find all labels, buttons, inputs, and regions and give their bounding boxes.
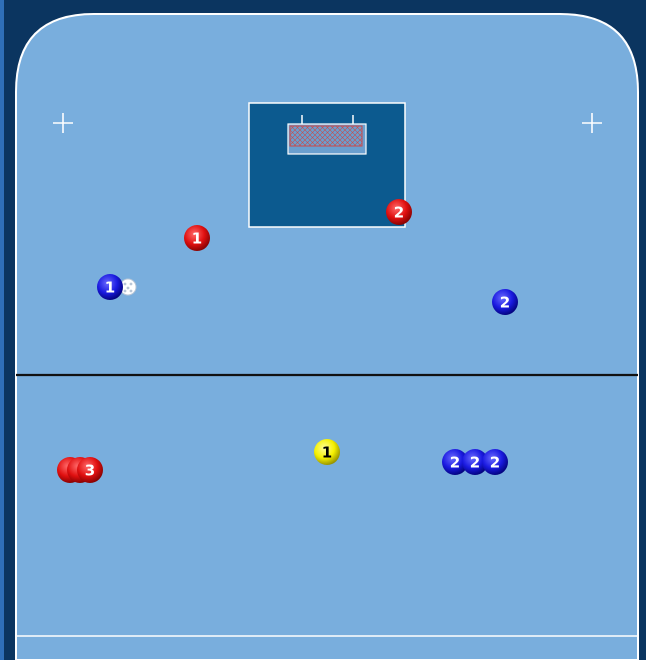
- player-label: 2: [470, 454, 480, 472]
- player-token-blue-2-a[interactable]: 2: [442, 449, 468, 475]
- goal-crease: [248, 102, 406, 228]
- goal-net: [289, 125, 363, 147]
- player-label: 1: [192, 230, 202, 248]
- player-tokens: 1 2 1 2 3 1: [57, 199, 518, 483]
- player-label: 2: [490, 454, 500, 472]
- player-token-blue-2-b[interactable]: 2: [462, 449, 488, 475]
- player-token-blue-2-top[interactable]: 2: [492, 289, 518, 315]
- faceoff-cross-right: [582, 113, 602, 133]
- player-token-blue-1[interactable]: 1: [97, 274, 123, 300]
- faceoff-cross-left: [53, 113, 73, 133]
- player-label: 2: [394, 204, 404, 222]
- player-token-red-3[interactable]: 3: [77, 457, 103, 483]
- player-label: 1: [322, 444, 332, 462]
- left-edge-strip: [0, 0, 4, 660]
- player-token-red-1[interactable]: 1: [184, 225, 210, 251]
- player-label: 2: [500, 294, 510, 312]
- goal: [287, 115, 367, 155]
- player-label: 3: [85, 462, 95, 480]
- rink-surface: [15, 13, 639, 660]
- player-token-red-2[interactable]: 2: [386, 199, 412, 225]
- player-token-yellow-1[interactable]: 1: [314, 439, 340, 465]
- player-label: 2: [450, 454, 460, 472]
- player-token-blue-2-c[interactable]: 2: [482, 449, 508, 475]
- player-label: 1: [105, 279, 115, 297]
